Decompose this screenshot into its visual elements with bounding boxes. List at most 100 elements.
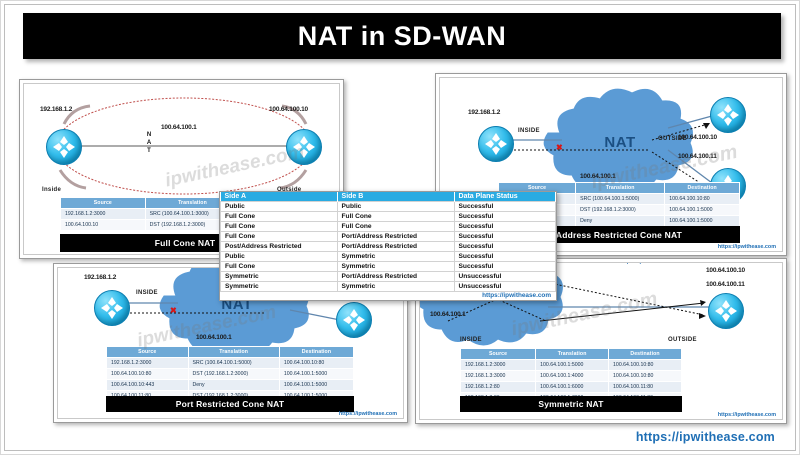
cell-source: 192.168.1.2:3000 [459,359,537,371]
panel-url-top[interactable]: https://ipwithease.com [620,262,679,265]
cell-status: Successful [453,251,557,262]
zone-label-inside: Inside [42,187,62,193]
table-header-row: Source Translation Destination [106,346,355,358]
cell-status: Successful [453,261,557,272]
cell-destination: 100.64.100.11:80 [608,381,682,393]
address-restricted-diagram: ✖ NAT [440,78,782,251]
cell-side-a: Full Cone [220,231,338,242]
ip-label-inside: 192.168.1.2 [40,106,73,113]
table-row: 192.168.1.2:80 100.64.100.1:6000 100.64.… [459,381,682,393]
cell-side-a: Full Cone [220,221,338,232]
cell-destination: 100.64.100.1:5000 [278,368,355,380]
cell-side-b: Port/Address Restricted [336,241,455,252]
panel-url-bottom[interactable]: https://ipwithease.com [717,412,776,418]
nat-compatibility-overlay-table: Side A Side B Data Plane Status Public P… [219,191,557,301]
router-icon-inside [94,290,130,326]
cell-side-b: Public [336,201,455,212]
router-icon-outside [336,302,372,338]
cell-side-b: Symmetric [336,251,455,262]
overlay-url[interactable]: https://ipwithease.com [220,292,556,300]
router-icon-outside [286,129,322,165]
table-row: 192.168.1.2:3000 100.64.100.1:5000 100.6… [459,359,682,371]
cell-destination: 100.64.100.10:80 [608,359,682,371]
ip-label-nat: 100.64.100.1 [161,124,197,131]
caption-port-restricted-cone-nat: Port Restricted Cone NAT [106,396,354,412]
cell-status: Unsuccessful [453,271,557,282]
cell-status: Successful [453,231,557,242]
cell-side-a: Symmetric [220,281,338,292]
cell-side-b: Symmetric [336,281,455,292]
panel-symmetric-nat: NAT 100.64.100.1 100.64.100.10 100.64.10… [415,258,787,424]
nat-cloud: NAT [560,118,680,168]
cell-side-a: Full Cone [220,211,338,222]
zone-label-inside: INSIDE [460,337,482,343]
compatibility-table: Side A Side B Data Plane Status Public P… [220,192,557,292]
table-row: Symmetric Symmetric Unsuccessful [220,281,557,292]
cell-side-b: Port/Address Restricted [336,271,455,282]
ip-label-outside-1: 100.64.100.10 [678,134,717,141]
table-row: Full Cone Symmetric Successful [220,261,557,272]
panel-url[interactable]: https://ipwithease.com [717,244,776,250]
nat-letter-a: A [146,140,152,146]
col-data-plane-status: Data Plane Status [454,192,557,202]
cell-translation: 100.64.100.1:6000 [535,381,610,393]
cell-translation: DST (192.168.1.2:3000) [187,368,280,380]
table-row: Public Symmetric Successful [220,251,557,262]
cell-status: Successful [453,201,557,212]
table-row: Full Cone Port/Address Restricted Succes… [220,231,557,242]
caption-address-restricted-cone-nat: Address Restricted Cone NAT [498,226,740,243]
cell-side-a: Post/Address Restricted [220,241,338,252]
cell-status: Successful [453,221,557,232]
cell-status: Unsuccessful [453,281,557,292]
col-source: Source [60,197,146,209]
cell-destination: 100.64.100.1:5000 [664,204,740,216]
cell-destination: 100.64.100.10:80 [278,357,355,369]
cell-translation: 100.64.100.1:5000 [535,359,610,371]
cell-source: 100.64.100.10 [60,219,146,231]
panel-url[interactable]: https://ipwithease.com [338,411,397,417]
cell-source: 192.168.1.2:80 [459,381,537,393]
cell-destination: 100.64.100.10:80 [664,193,740,205]
router-icon-inside [478,126,514,162]
table-row: Public Public Successful [220,201,557,212]
col-source: Source [106,346,189,358]
cell-status: Successful [453,211,557,222]
cell-side-a: Public [220,251,338,262]
full-cone-diagram: 192.168.1.2 100.64.100.10 100.64.100.1 N… [24,84,339,254]
table-row: Full Cone Full Cone Successful [220,221,557,232]
address-restricted-svg [490,88,713,192]
col-destination: Destination [278,346,355,358]
panel-full-cone-nat: 192.168.1.2 100.64.100.10 100.64.100.1 N… [19,79,344,259]
zone-label-outside: Outside [277,187,302,193]
router-icon-inside [46,129,82,165]
cell-status: Successful [453,241,557,252]
ip-label-nat: 100.64.100.1 [580,173,616,180]
ip-label-outside-2: 100.64.100.11 [678,153,717,160]
col-destination: Destination [664,182,740,194]
blocked-marker-icon: ✖ [556,143,563,152]
cell-side-b: Full Cone [336,211,455,222]
cell-side-b: Full Cone [336,221,455,232]
col-destination: Destination [608,348,682,360]
col-side-b: Side B [337,192,455,202]
router-icon-outside [708,293,744,329]
caption-symmetric-nat: Symmetric NAT [460,396,682,412]
overlay-header-row: Side A Side B Data Plane Status [220,192,557,202]
cell-source: 100.64.100.10:80 [106,368,189,380]
ip-label-nat: 100.64.100.1 [430,311,466,318]
cell-source: 100.64.100.10:443 [106,379,189,391]
cell-side-a: Public [220,201,338,212]
main-site-url[interactable]: https://ipwithease.com [635,430,775,444]
col-source: Source [459,348,537,360]
cell-source: 192.168.1.2:3000 [60,208,146,220]
cell-destination: 100.64.100.1:5000 [278,379,355,391]
cell-translation: SRC (100.64.100.1:5000) [187,357,280,369]
cell-destination: 100.64.100.1:5000 [664,215,740,227]
ip-label-outside-1: 100.64.100.10 [706,267,745,274]
blocked-marker-icon: ✖ [170,306,177,315]
cell-source: 192.168.1.3:3000 [459,370,537,382]
ip-label-outside: 100.64.100.10 [269,106,308,113]
zone-label-inside: INSIDE [136,290,158,296]
cell-translation: Deny [575,215,666,227]
